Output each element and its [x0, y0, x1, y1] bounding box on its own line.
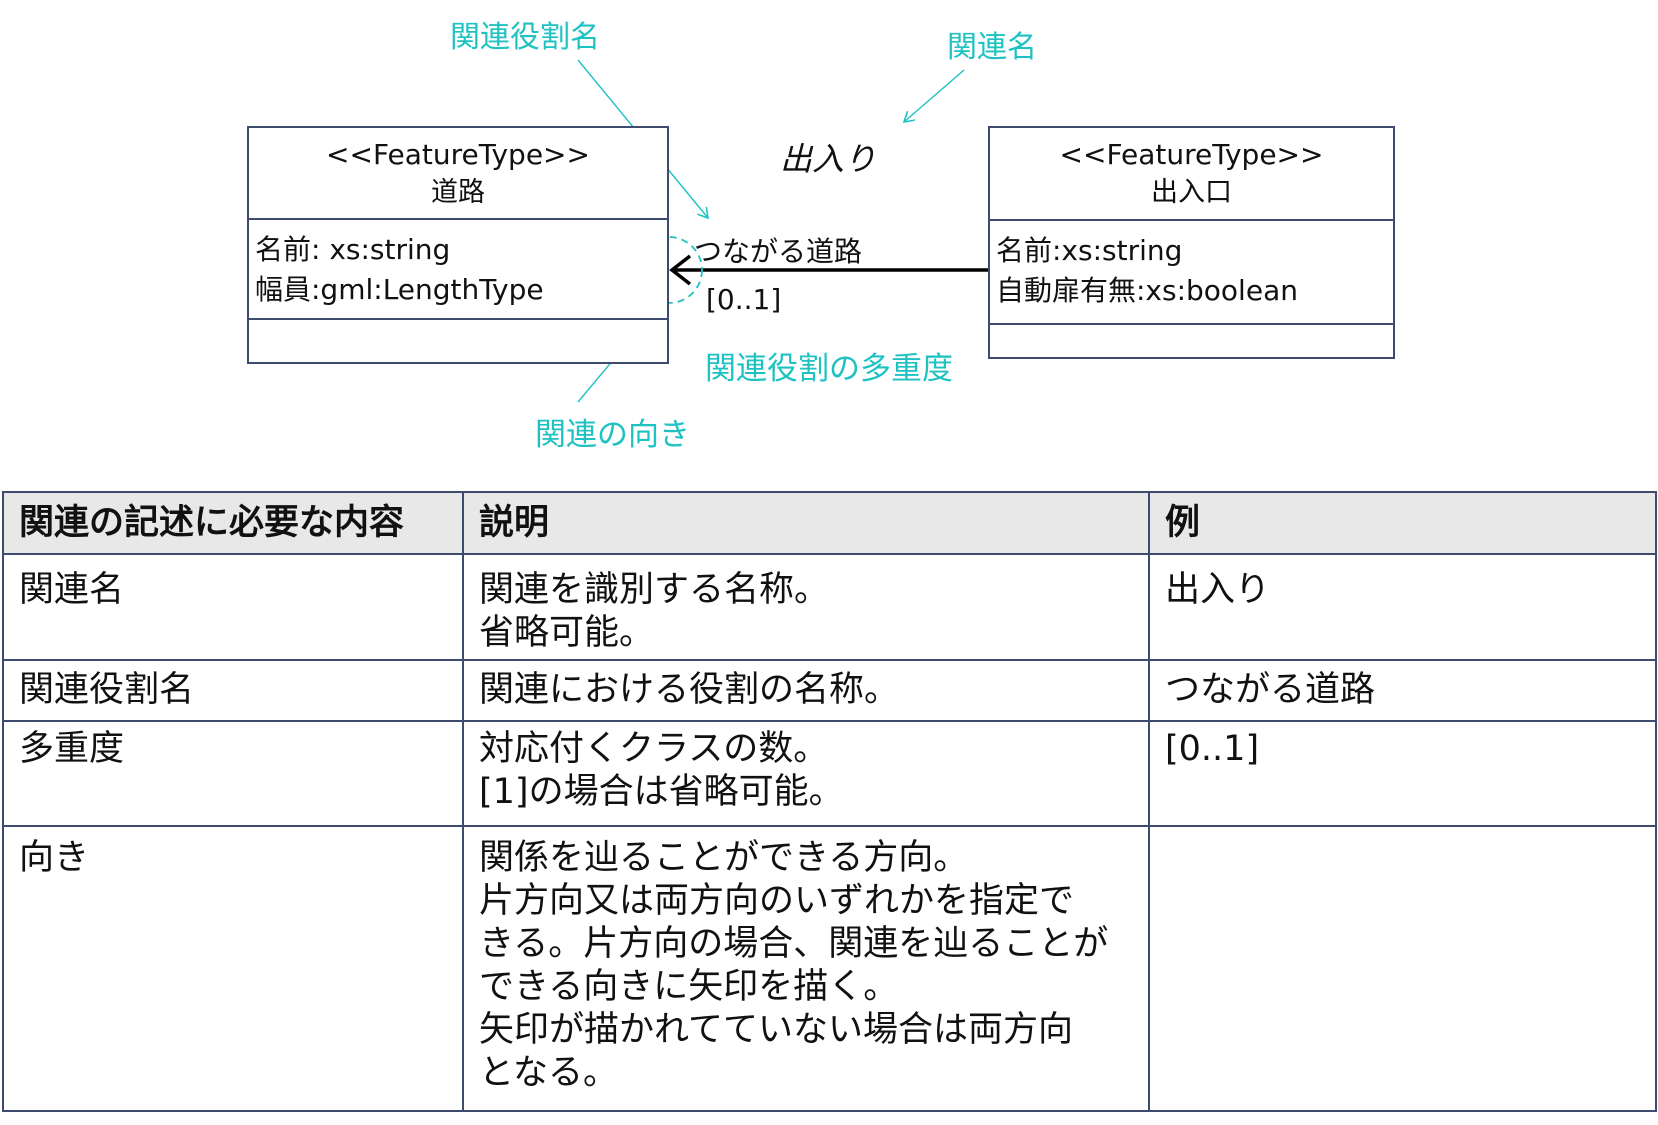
header-required-content: 関連の記述に必要な内容 — [2, 491, 464, 555]
table-row: 関連名 関連を識別する名称。 省略可能。 出入り — [2, 553, 1657, 661]
class-attributes: 名前: xs:string 幅員:gml:LengthType — [249, 220, 667, 320]
cell-description: 関連における役割の名称。 — [462, 659, 1150, 722]
cell-example: [0..1] — [1148, 720, 1657, 827]
cell-item: 関連役割名 — [2, 659, 464, 722]
class-attributes: 名前:xs:string 自動扉有無:xs:boolean — [990, 221, 1393, 325]
header-example: 例 — [1148, 491, 1657, 555]
description-line: 矢印が描かれてていない場合は両方向 — [479, 1010, 1073, 1050]
navigability-arrowhead — [669, 254, 692, 286]
class-attribute: 名前: xs:string — [255, 233, 451, 266]
uml-association-diagram: 関連役割名 関連名 関連役割の多重度 関連の向き 出入り つながる道路 [0..… — [0, 0, 1658, 470]
class-attribute: 自動扉有無:xs:boolean — [996, 274, 1298, 307]
table-header-row: 関連の記述に必要な内容 説明 例 — [2, 491, 1657, 555]
description-line: できる向きに矢印を描く。 — [479, 967, 899, 1007]
description-line: 省略可能。 — [479, 613, 655, 653]
cell-example: 出入り — [1148, 553, 1657, 661]
cell-item: 多重度 — [2, 720, 464, 827]
description-line: 関連を識別する名称。 — [479, 570, 830, 610]
description-line: 対応付くクラスの数。 — [479, 729, 829, 769]
class-header: <<FeatureType>> 道路 — [249, 128, 667, 220]
class-box-road: <<FeatureType>> 道路 名前: xs:string 幅員:gml:… — [247, 126, 669, 364]
association-name-leader — [904, 69, 965, 122]
multiplicity-annotation: 関連役割の多重度 — [705, 351, 953, 387]
description-line: きる。片方向の場合、関連を辿ることが — [479, 924, 1109, 964]
association-description-table: 関連の記述に必要な内容 説明 例 関連名 関連を識別する名称。 省略可能。 出入… — [2, 491, 1657, 1112]
class-attribute: 幅員:gml:LengthType — [255, 273, 544, 306]
description-line: [1]の場合は省略可能。 — [479, 772, 844, 812]
direction-annotation: 関連の向き — [535, 417, 690, 453]
cell-description: 関連を識別する名称。 省略可能。 — [462, 553, 1150, 661]
table-row: 多重度 対応付くクラスの数。 [1]の場合は省略可能。 [0..1] — [2, 720, 1657, 827]
class-stereotype: <<FeatureType>> — [326, 138, 590, 171]
association-multiplicity: [0..1] — [706, 283, 782, 316]
table-row: 向き 関係を辿ることができる方向。 片方向又は両方向のいずれかを指定で きる。片… — [2, 825, 1657, 1112]
class-attribute: 名前:xs:string — [996, 234, 1183, 267]
association-name-annotation: 関連名 — [947, 30, 1037, 65]
association-role-name: つながる道路 — [694, 235, 863, 268]
role-name-annotation: 関連役割名 — [450, 20, 600, 55]
description-line: 関係を辿ることができる方向。 — [479, 838, 969, 878]
header-description: 説明 — [462, 491, 1150, 555]
table-row: 関連役割名 関連における役割の名称。 つながる道路 — [2, 659, 1657, 722]
description-line: 片方向又は両方向のいずれかを指定で — [479, 881, 1075, 921]
cell-description: 関係を辿ることができる方向。 片方向又は両方向のいずれかを指定で きる。片方向の… — [462, 825, 1150, 1112]
cell-example: つながる道路 — [1148, 659, 1657, 722]
direction-highlight-circle — [635, 236, 703, 304]
class-header: <<FeatureType>> 出入口 — [990, 128, 1393, 221]
cell-description: 対応付くクラスの数。 [1]の場合は省略可能。 — [462, 720, 1150, 827]
class-name: 道路 — [431, 177, 485, 208]
association-name: 出入り — [780, 140, 877, 178]
class-stereotype: <<FeatureType>> — [1059, 138, 1324, 171]
description-line: となる。 — [479, 1053, 618, 1093]
cell-item: 関連名 — [2, 553, 464, 661]
class-name: 出入口 — [1151, 177, 1232, 208]
cell-example — [1148, 825, 1657, 1112]
cell-item: 向き — [2, 825, 464, 1112]
class-box-entrance: <<FeatureType>> 出入口 名前:xs:string 自動扉有無:x… — [988, 126, 1395, 359]
description-line: 関連における役割の名称。 — [479, 670, 900, 710]
